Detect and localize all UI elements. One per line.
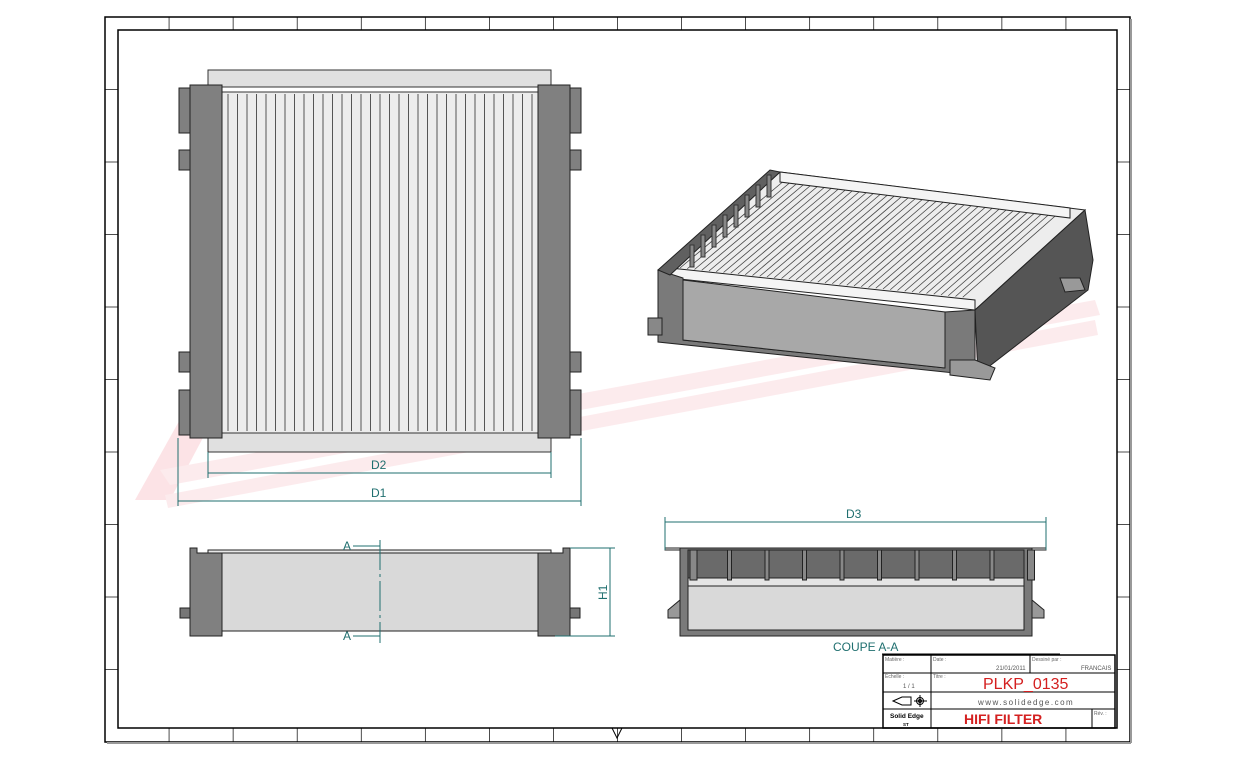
iso-pleat-line [810, 193, 914, 282]
section-fin [727, 549, 732, 581]
section-fin [839, 549, 845, 581]
iso-pleat-line [918, 204, 1021, 294]
iso-fin [766, 174, 772, 198]
scale-label: Échelle : [885, 673, 904, 680]
iso-pleat-line [831, 195, 935, 285]
iso-fin [711, 224, 717, 248]
iso-pleat-line [788, 190, 893, 280]
language-value: FRANCAIS [1081, 666, 1111, 672]
section-fin [952, 549, 957, 581]
iso-pleat-line [824, 194, 928, 284]
section-view-label: COUPE A-A [833, 640, 898, 654]
section-fin [764, 549, 770, 581]
website-text: www.solidedge.com [977, 698, 1074, 707]
iso-fin [755, 184, 761, 208]
isometric-view [647, 169, 1094, 381]
iso-pleat-line [955, 208, 1057, 297]
iso-pleat-line [868, 199, 971, 288]
iso-pleat-line [730, 184, 836, 274]
dimension-label-h1: H1 [596, 584, 610, 600]
title-block [882, 654, 1116, 729]
dimension-d1 [177, 438, 582, 506]
date-label: Date : [933, 657, 946, 663]
section-fin [877, 549, 882, 581]
product-name: HIFI FILTER [964, 711, 1042, 727]
iso-pleat-line [875, 199, 978, 289]
iso-pleat-line [773, 189, 878, 279]
projection-symbol-icon [891, 695, 927, 707]
iso-pleat-line [715, 183, 821, 273]
dimension-label-d1: D1 [371, 486, 387, 500]
iso-pleat-line [926, 205, 1028, 294]
iso-pleat-line [933, 205, 1035, 295]
iso-pleat-line [802, 192, 907, 282]
section-fin [802, 549, 807, 581]
section-fin [989, 549, 995, 581]
iso-pleat-line [752, 187, 857, 276]
iso-fin [733, 204, 739, 228]
dimension-h1 [555, 547, 615, 637]
iso-fin [722, 214, 728, 238]
iso-pleat-line [860, 198, 964, 288]
iso-fin [744, 194, 750, 218]
border-grid-ticks [105, 17, 1130, 742]
iso-pleat-line [817, 193, 921, 283]
iso-pleat-line [708, 182, 814, 272]
iso-pleat-line [940, 206, 1042, 296]
iso-pleat-line [889, 201, 992, 291]
section-fin [689, 549, 698, 581]
software-sub: ST [903, 722, 909, 727]
dimension-d3 [664, 517, 1047, 550]
iso-pleat-line [723, 184, 829, 273]
iso-pleat-line [766, 188, 871, 278]
iso-fin [700, 234, 706, 258]
revision-label: Rév. : [1094, 711, 1107, 717]
iso-pleat-line [911, 203, 1014, 293]
software-name: Solid Edge [890, 713, 924, 720]
material-label: Matière : [885, 657, 904, 663]
front-view [178, 69, 582, 453]
date-value: 21/01/2011 [996, 666, 1026, 672]
part-number: PLKP_0135 [983, 676, 1069, 693]
iso-pleat-line [759, 187, 864, 277]
section-marker-top: A [343, 539, 351, 553]
iso-pleat-line [737, 185, 843, 275]
iso-pleat-line [882, 200, 985, 290]
iso-pleat-line [846, 196, 950, 286]
section-fin [1027, 549, 1035, 581]
centering-mark-icon [611, 727, 623, 740]
iso-pleat-line [781, 190, 886, 279]
dimension-label-d3: D3 [846, 507, 862, 521]
section-fin [914, 549, 920, 581]
section-line-a-a[interactable] [353, 540, 381, 643]
dimension-d2 [207, 452, 552, 478]
dimension-label-d2: D2 [371, 458, 387, 472]
iso-pleat-line [701, 181, 807, 271]
scale-value: 1 / 1 [903, 684, 915, 690]
iso-pleat-line [795, 191, 900, 281]
iso-pleat-line [744, 186, 850, 276]
section-marker-bottom: A [343, 629, 351, 643]
iso-pleat-line [897, 202, 1000, 291]
iso-pleat-line [947, 207, 1049, 297]
iso-pleat-line [853, 197, 957, 287]
designer-label: Dessiné par : [1032, 657, 1061, 663]
iso-pleat-line [904, 202, 1007, 292]
title-label: Titre : [933, 674, 946, 680]
iso-pleat-line [962, 208, 1064, 298]
iso-fin [689, 244, 695, 268]
iso-pleat-line [694, 181, 800, 270]
iso-pleat-line [839, 196, 943, 285]
section-view [664, 547, 1047, 637]
